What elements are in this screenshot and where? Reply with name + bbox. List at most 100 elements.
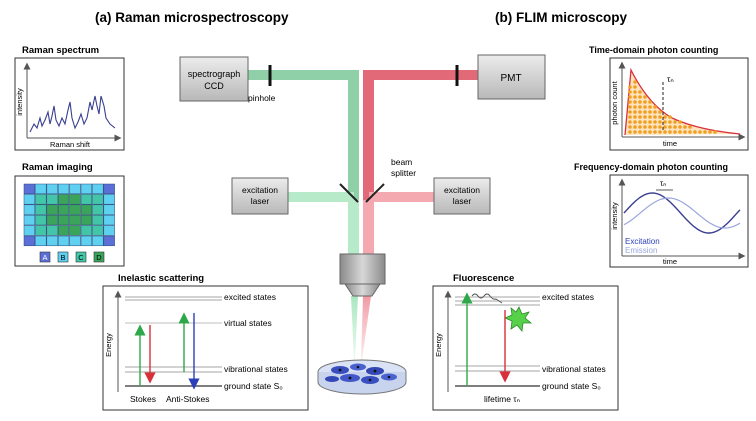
photon-count-dot (653, 115, 657, 119)
imaging-grid-cell (46, 235, 58, 247)
imaging-grid-cell (46, 204, 58, 215)
excitation-laser-left-label-1: excitation (242, 185, 278, 195)
imaging-grid-cell (35, 183, 47, 195)
inelastic-level-ground: ground state S₀ (224, 381, 283, 391)
photon-count-dot (643, 110, 647, 114)
photon-count-dot (638, 100, 642, 104)
photon-count-dot (673, 125, 677, 129)
fluorescence-box (432, 285, 619, 411)
photon-count-dot (648, 130, 652, 134)
emission-wave (623, 197, 741, 229)
imaging-grid-cell (103, 235, 115, 247)
green-beam-horizontal (248, 70, 358, 80)
photon-count-dot (678, 125, 682, 129)
photon-count-dot (653, 120, 657, 124)
photon-count-dot (658, 120, 662, 124)
photon-count-dot (638, 95, 642, 99)
imaging-grid-cell (23, 194, 36, 205)
inelastic-level-virtual: virtual states (224, 318, 272, 328)
imaging-grid-cell (46, 214, 58, 226)
photon-count-dot (633, 95, 637, 99)
imaging-grid-cell (103, 225, 115, 236)
stokes-label: Stokes (130, 394, 156, 404)
imaging-grid-cell (92, 183, 104, 195)
photon-count-dot (658, 110, 662, 114)
photon-count-dot (638, 110, 642, 114)
legend-label-c: C (78, 253, 84, 262)
photon-count-dot (708, 130, 712, 134)
photon-count-dot (638, 125, 642, 129)
photon-count-dot (628, 115, 632, 119)
photon-count-dot (633, 90, 637, 94)
imaging-grid-cell (23, 225, 36, 236)
imaging-grid-cell (23, 214, 36, 226)
imaging-grid-cell (69, 204, 81, 215)
photon-count-dot (658, 130, 662, 134)
photon-count-dot (633, 105, 637, 109)
photon-count-dot (633, 85, 637, 89)
freq-domain-xlabel: time (663, 257, 677, 266)
photon-count-dot (663, 125, 667, 129)
photon-count-dot (648, 125, 652, 129)
imaging-grid-cell (35, 235, 47, 247)
photon-count-dot (628, 100, 632, 104)
raman-spectrum-xlabel: Raman shift (50, 140, 91, 149)
photon-count-dot (628, 125, 632, 129)
photon-count-dot (628, 110, 632, 114)
legend-label-a: A (42, 253, 47, 262)
excitation-laser-right-label-1: excitation (444, 185, 480, 195)
imaging-grid-cell (57, 235, 70, 247)
panel-title-raman: (a) Raman microspectroscopy (95, 10, 289, 25)
green-beam-focus (351, 296, 358, 360)
photon-count-dot (658, 125, 662, 129)
photon-count-dot (643, 105, 647, 109)
imaging-grid-cell (92, 204, 104, 215)
photon-count-dot (638, 105, 642, 109)
photon-count-dot (643, 120, 647, 124)
freq-domain-legend-emission: Emission (625, 246, 657, 255)
imaging-grid-cell (103, 204, 115, 215)
photon-count-dot (648, 120, 652, 124)
freq-domain-legend-excitation: Excitation (625, 237, 660, 246)
photon-count-dot (678, 120, 682, 124)
imaging-grid-cell (69, 194, 81, 205)
imaging-grid-cell (57, 225, 70, 236)
excitation-laser-left-label-2: laser (251, 196, 270, 206)
excitation-laser-right (433, 177, 491, 215)
freq-domain-box (609, 174, 749, 268)
photon-count-dot (643, 125, 647, 129)
imaging-grid-cell (35, 225, 47, 236)
spectrograph-ccd-box (179, 56, 249, 102)
photon-count-dot (673, 120, 677, 124)
red-beam-vertical (363, 70, 374, 200)
legend-swatch-c (75, 251, 87, 263)
imaging-grid-cell (69, 235, 81, 247)
photon-count-dot (633, 125, 637, 129)
inelastic-level-vibrational: vibrational states (224, 364, 288, 374)
photon-count-dot (638, 90, 642, 94)
imaging-grid-cell (57, 194, 70, 205)
anti-stokes-label: Anti-Stokes (166, 394, 209, 404)
freq-domain-ylabel: intensity (610, 202, 619, 230)
photon-count-dot (683, 125, 687, 129)
inelastic-title: Inelastic scattering (118, 273, 204, 284)
imaging-grid-cell (92, 235, 104, 247)
photon-count-dot (668, 115, 672, 119)
excitation-laser-left (231, 177, 289, 215)
raman-spectrum-curve (29, 95, 116, 133)
legend-label-d: D (96, 253, 102, 262)
imaging-grid-cell (103, 194, 115, 205)
imaging-grid-cell (80, 194, 93, 205)
imaging-grid-cell (46, 225, 58, 236)
imaging-grid-cell (23, 235, 36, 247)
time-domain-tau-label: τₙ (667, 74, 674, 84)
pmt-box (477, 54, 546, 100)
photon-count-dot (638, 120, 642, 124)
photon-count-dot (688, 125, 692, 129)
photon-count-dot (658, 115, 662, 119)
imaging-grid-cell (80, 225, 93, 236)
inelastic-level-excited: excited states (224, 292, 276, 302)
photon-count-dot (693, 130, 697, 134)
photon-count-dot (628, 105, 632, 109)
